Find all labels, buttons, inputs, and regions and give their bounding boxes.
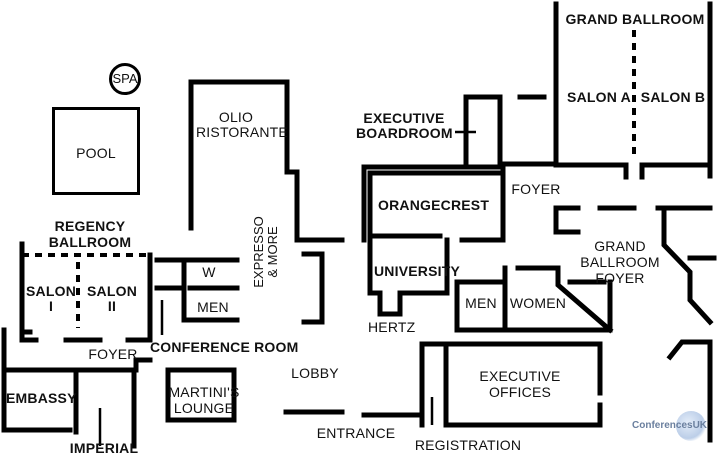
watermark-logo: ConferencesUK (632, 420, 708, 431)
foyer-top-label: FOYER (511, 181, 561, 197)
pool-outline (52, 107, 140, 195)
salon-i-line1: SALON (26, 283, 76, 299)
grand-ballroom-title: GRAND BALLROOM (565, 11, 705, 27)
globe-icon (676, 411, 706, 441)
grand-foyer-walls (661, 205, 717, 443)
martini-line1: MARTINI'S (168, 384, 240, 400)
university-label: UNIVERSITY (374, 263, 461, 279)
martini-walls (165, 367, 345, 423)
executive-boardroom-walls (455, 94, 503, 170)
spa-label: SPA (109, 63, 141, 95)
womens-restroom-right-label: WOMEN (509, 295, 567, 311)
salon-i-line2: I (48, 298, 54, 314)
registration-label: REGISTRATION (414, 437, 522, 453)
regency-ballroom-line2: BALLROOM (48, 234, 132, 250)
olio-label-line1: OLIO (218, 109, 254, 125)
grand-ballroom-walls (497, 1, 713, 235)
regency-ballroom-line1: REGENCY (54, 218, 126, 234)
executive-offices-walls (361, 341, 603, 428)
foyer-left-label: FOYER (88, 346, 138, 362)
university-walls (367, 237, 450, 317)
embassy-label: EMBASSY (6, 390, 77, 406)
grand-foyer-line2: BALLROOM (580, 254, 660, 270)
executive-boardroom-line1: EXECUTIVE (363, 110, 445, 126)
embassy-walls (1, 327, 153, 449)
orangecrest-label: ORANGECREST (378, 197, 490, 213)
hertz-label: HERTZ (368, 319, 416, 335)
restrooms-right-walls (454, 265, 614, 334)
expresso-walls (154, 251, 325, 335)
salon-a-label: SALON A (567, 89, 631, 105)
expresso-label: EXPRESSO & MORE (251, 216, 280, 288)
womens-restroom-label: W (202, 264, 216, 280)
lobby-label: LOBBY (291, 365, 339, 381)
conference-room-label: CONFERENCE ROOM (150, 339, 299, 355)
martini-line2: LOUNGE (173, 400, 235, 416)
olio-walls (188, 79, 345, 243)
grand-foyer-line1: GRAND (594, 238, 646, 254)
salon-b-label: SALON B (640, 89, 706, 105)
grand-foyer-line3: FOYER (595, 270, 645, 286)
mens-restroom-left-label: MEN (197, 299, 229, 315)
orangecrest-walls (361, 164, 506, 243)
regency-ballroom-walls (19, 241, 153, 343)
executive-boardroom-line2: BOARDROOM (356, 125, 453, 141)
salon-ii-line2: II (107, 298, 117, 314)
olio-label-line2: RISTORANTE (196, 124, 288, 140)
mens-restroom-right-label: MEN (465, 295, 497, 311)
salon-ii-line1: SALON (87, 283, 137, 299)
pool-label: POOL (76, 145, 116, 161)
executive-offices-line1: EXECUTIVE (479, 368, 561, 384)
entrance-label: ENTRANCE (316, 425, 396, 441)
imperial-label: IMPERIAL (69, 440, 139, 456)
executive-offices-line2: OFFICES (488, 384, 552, 400)
